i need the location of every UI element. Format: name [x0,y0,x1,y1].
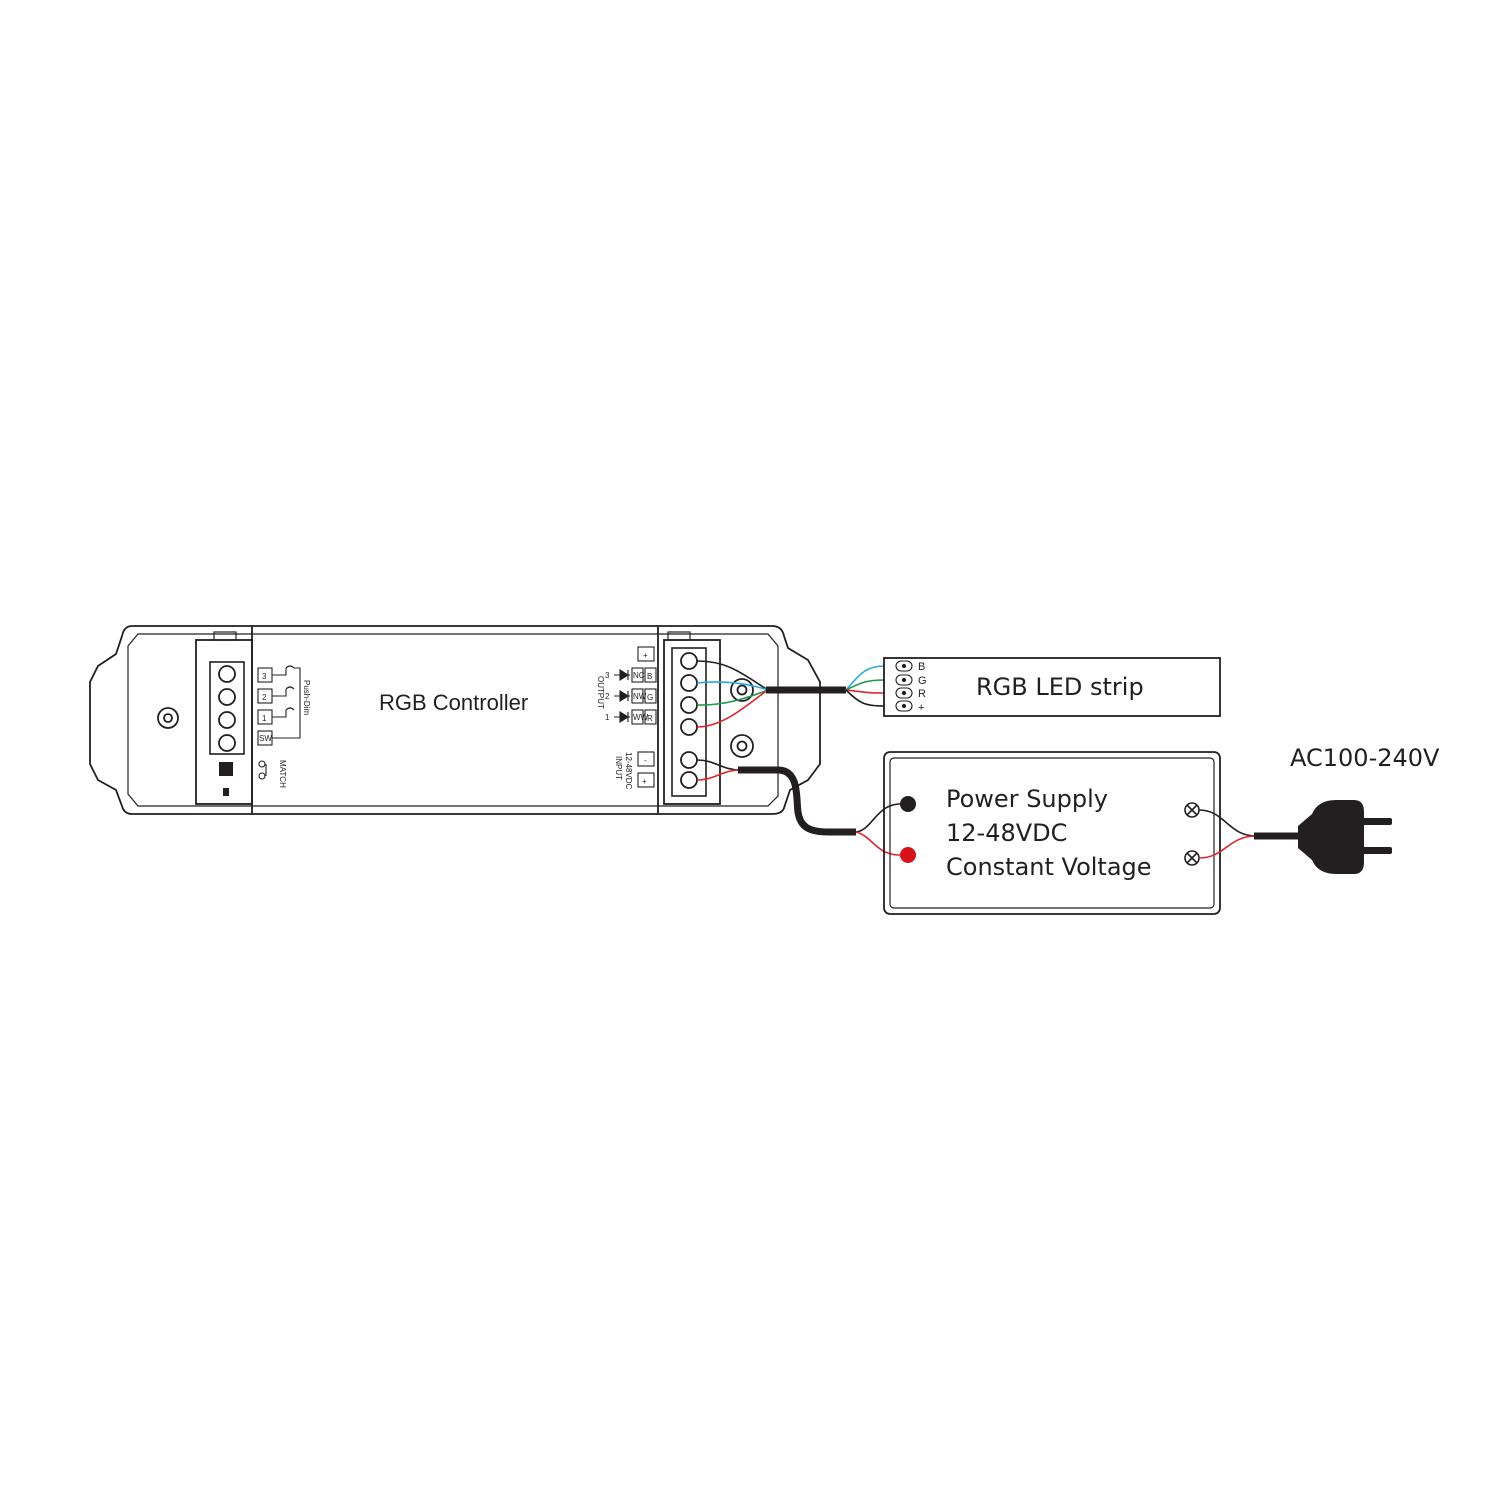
psu-terminal-negative [900,796,916,812]
power-supply-line2: 12-48VDC [946,819,1067,847]
controller-housing-inner [127,633,779,807]
strip-wire-red [845,689,885,694]
rgb-controller [89,625,821,815]
channel-letter-b: B [647,672,652,681]
channel-letter-g: G [647,693,653,702]
rgb-led-strip [883,657,1221,717]
left-number-2: 2 [262,693,267,702]
right-mount-hole-top [730,678,754,702]
channel-letter-r: R [647,714,653,723]
strip-pin-plus: + [918,702,924,714]
right-mount-hole-bottom [730,734,754,758]
wire-red-r [696,689,769,728]
output-plus-sign: + [643,651,648,660]
input-wires [696,759,741,781]
output-terminal-block [671,647,707,797]
input-wire-black [696,759,741,771]
wire-blue-b [696,681,769,691]
strip-wire-green [845,679,885,691]
wire-green-g [696,689,769,706]
mains-wire-black [1198,809,1257,837]
input-wire-red [696,769,741,781]
strip-pin-r: R [918,688,926,700]
power-supply-inner [889,757,1215,909]
led-strip-label: RGB LED strip [976,673,1144,701]
left-mount-hole [157,707,179,729]
left-terminal-block [209,661,245,755]
strip-wire-black [845,689,885,707]
controller-title: RGB Controller [379,690,528,715]
left-number-3: 3 [262,672,267,681]
screw-terminal-icon [1184,802,1200,866]
strip-wires [845,665,885,707]
power-supply [883,751,1221,915]
channel-number-2: 2 [605,692,610,701]
pushdim-label: Push-Dim [302,680,311,715]
power-supply-line3: Constant Voltage [946,853,1152,881]
channel-number-1: 1 [605,713,610,722]
input-cable [738,766,856,836]
power-supply-outer [883,751,1221,915]
match-label: MATCH [278,760,287,788]
mains-wire-red [1198,835,1257,859]
output-wires [696,660,769,728]
pushdim-channels [257,665,301,780]
channel-code-nc: NC [633,671,645,680]
psu-wire-red [855,831,906,856]
input-label: INPUT [614,756,623,780]
output-channel-markers [631,646,657,788]
strip-pin-b: B [918,661,925,673]
channel-number-3: 3 [605,671,610,680]
psu-wire-black [855,803,906,833]
controller-housing [89,625,821,815]
strip-wire-blue [845,665,885,691]
power-supply-line1: Power Supply [946,785,1108,813]
mains-wires [1198,809,1257,859]
strip-pin-g: G [918,675,927,687]
wire-black-plus [696,660,769,691]
left-small-label: SW [259,734,272,743]
psu-output-wires [855,803,906,856]
left-number-1: 1 [262,714,267,723]
strip-pads [895,660,913,712]
output-label: OUTPUT [596,676,605,709]
input-voltage-label: 12-48VDC [624,752,633,790]
psu-terminal-positive [900,847,916,863]
led-strip-body [883,657,1221,717]
match-button[interactable] [219,762,233,776]
channel-code-nw: NW [633,692,647,701]
mains-voltage-label: AC100-240V [1290,744,1440,772]
input-minus-sign: - [644,756,647,765]
plug-icon [1298,800,1392,874]
channel-code-ww: WW [633,713,649,722]
input-plus-sign: + [642,777,647,786]
led-diode-icon [614,669,630,723]
